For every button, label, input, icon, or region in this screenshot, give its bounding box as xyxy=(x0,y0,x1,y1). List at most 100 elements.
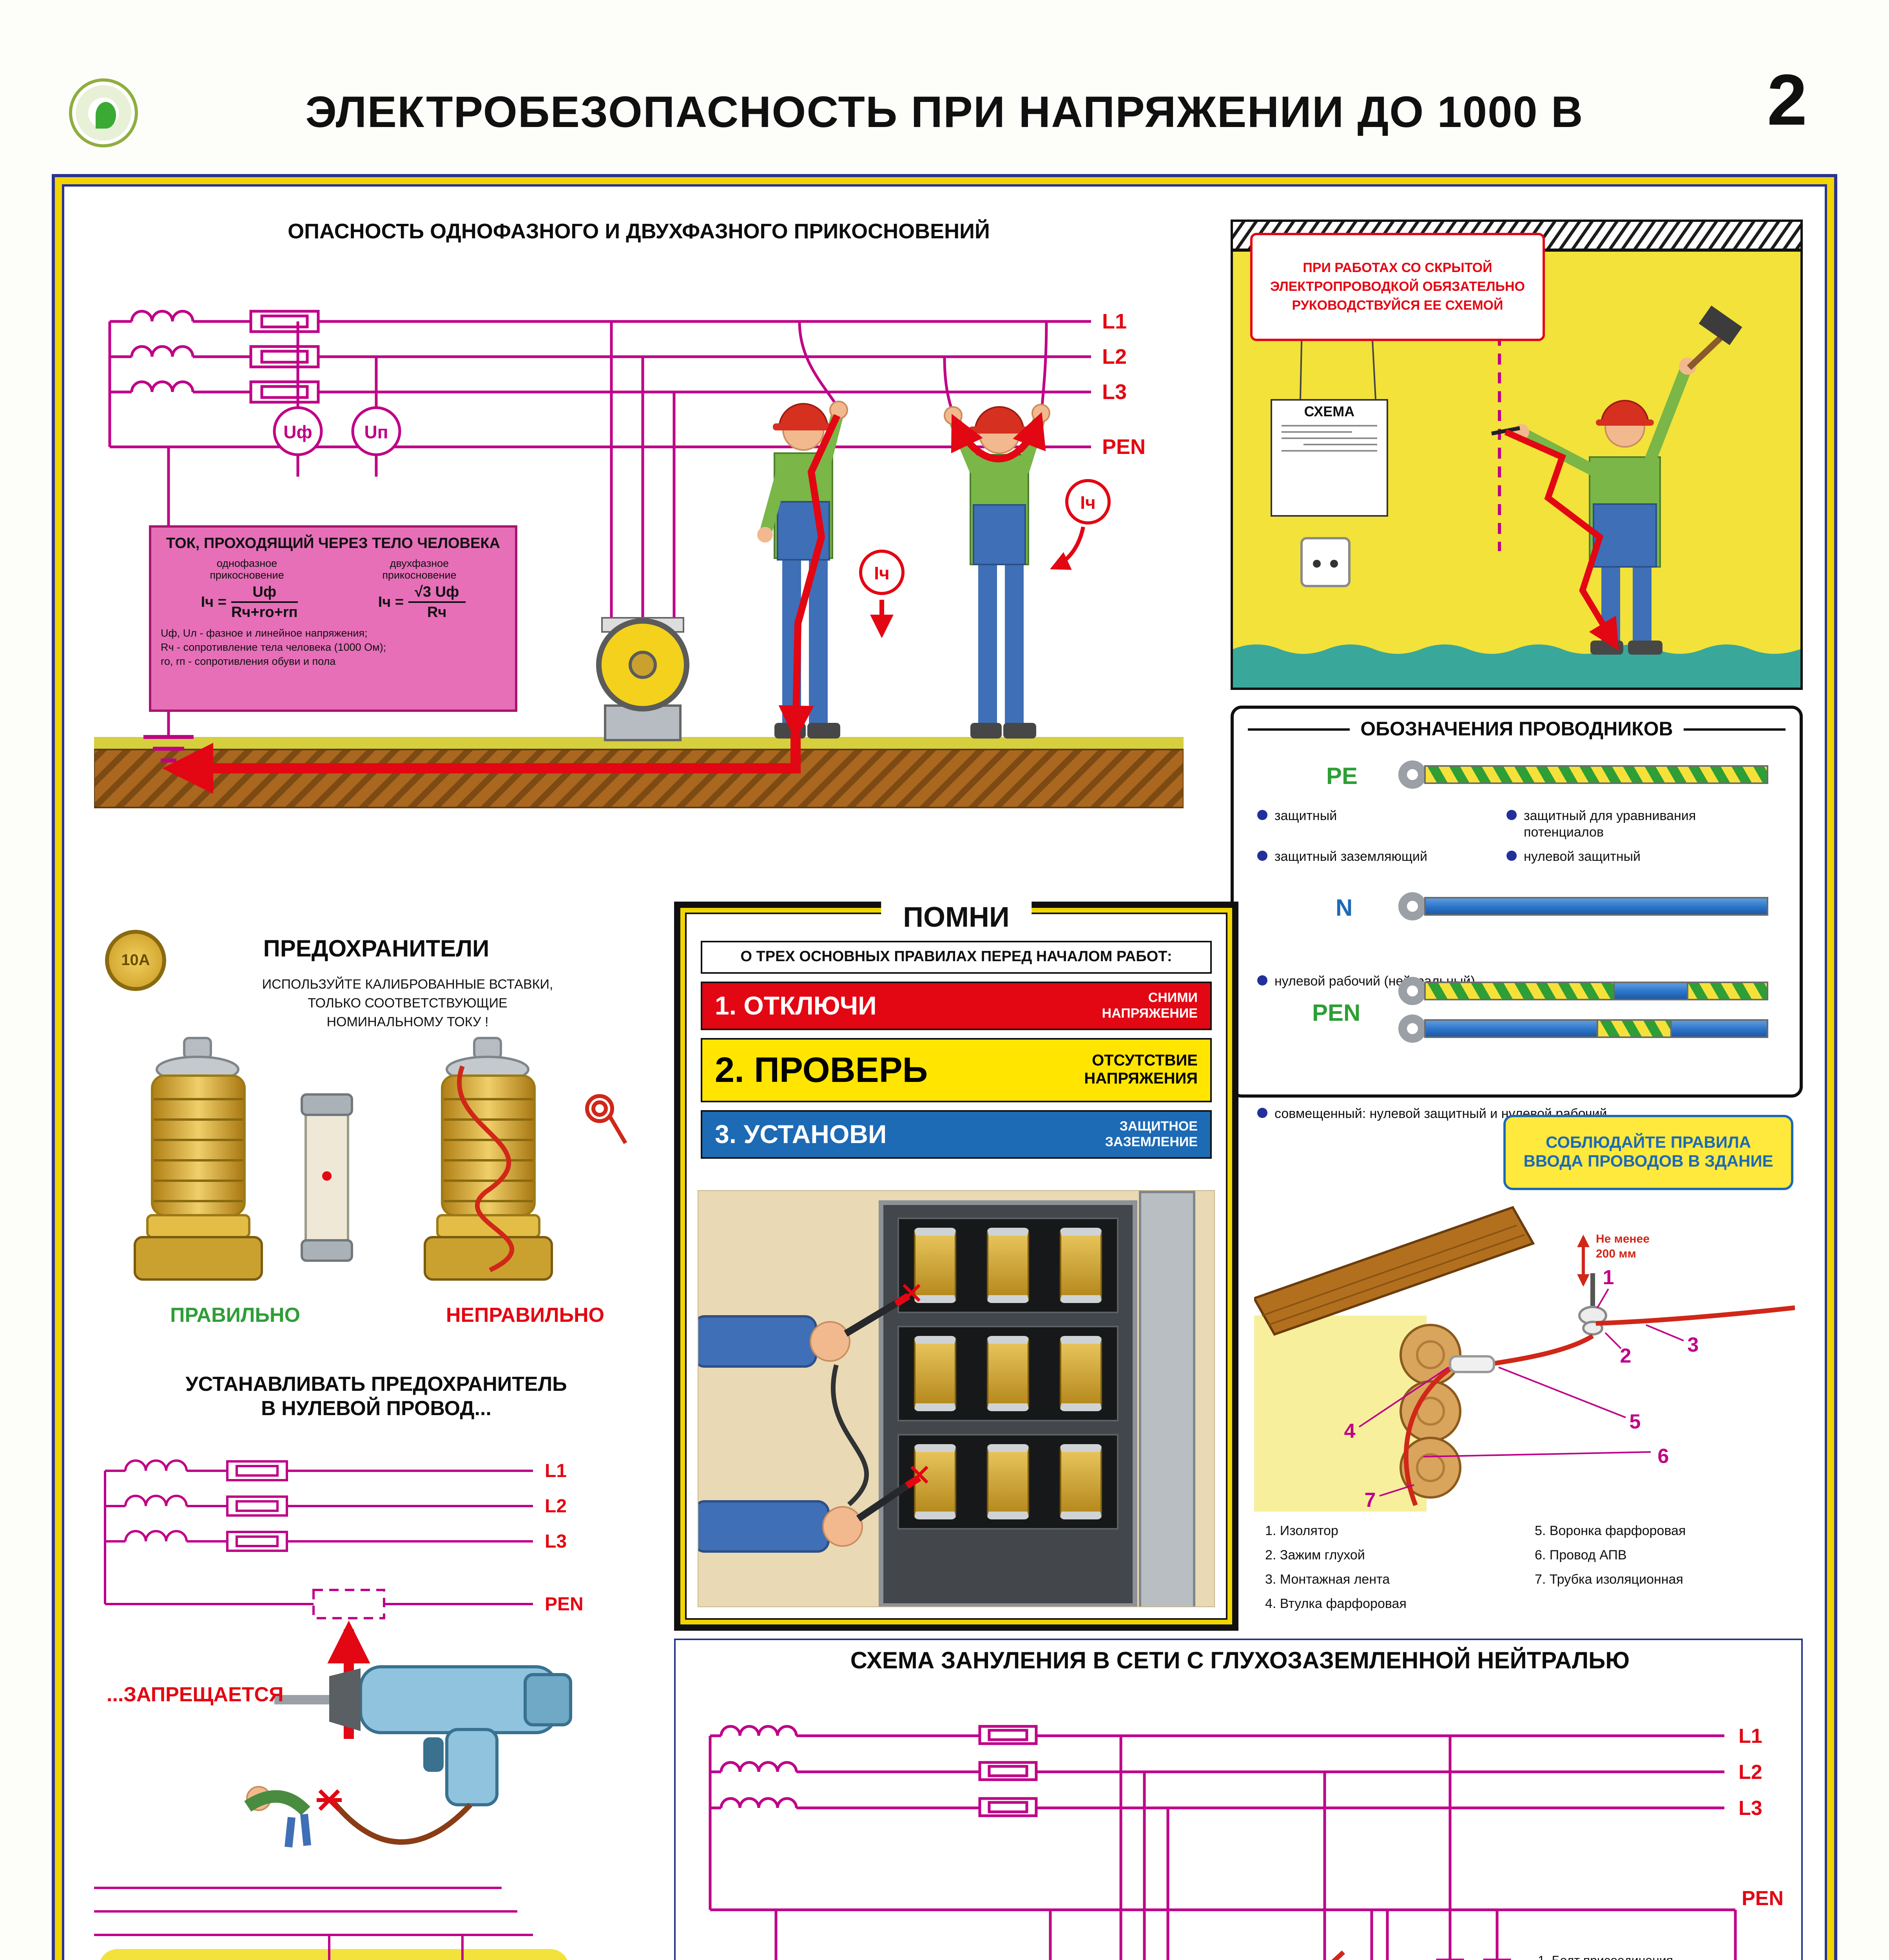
hand-with-probe-1 xyxy=(698,1293,910,1368)
pe-items: защитный защитный для уравнивания потенц… xyxy=(1257,808,1784,865)
legend-item: 3. Монтажная лента xyxy=(1265,1572,1390,1587)
svg-text:4: 4 xyxy=(1344,1420,1356,1443)
remember-subtitle: О ТРЕХ ОСНОВНЫХ ПРАВИЛАХ ПЕРЕД НАЧАЛОМ Р… xyxy=(701,941,1212,974)
tester-hands xyxy=(698,1284,928,1553)
wire-labels: L1 L2 L3 PEN xyxy=(1102,310,1146,459)
page-number: 2 xyxy=(1767,60,1807,140)
brand-logo xyxy=(69,78,138,147)
n-label: N xyxy=(1336,895,1353,921)
label-incorrect: НЕПРАВИЛЬНО xyxy=(446,1303,605,1327)
remember-title: ПОМНИ xyxy=(881,900,1032,935)
legend-item: 7. Трубка изоляционная xyxy=(1535,1572,1683,1587)
svg-text:L3: L3 xyxy=(545,1531,567,1552)
hammer-icon xyxy=(1687,305,1742,370)
formula-note-3: rо, rп - сопротивления обуви и пола xyxy=(161,655,336,668)
panel-grounding-scheme: СХЕМА ЗАНУЛЕНИЯ В СЕТИ С ГЛУХОЗАЗЕМЛЕННО… xyxy=(674,1639,1803,1960)
voltmeter-phase: Uф xyxy=(273,406,323,456)
circuit-lines xyxy=(709,1725,1737,1960)
svg-text:PEN: PEN xyxy=(1742,1887,1784,1910)
entry-legend: 1. Изолятор 2. Зажим глухой 3. Монтажная… xyxy=(1265,1523,1786,1620)
fuse-cabinet xyxy=(879,1200,1137,1606)
formula-note-1: Uф, Uл - фазное и линейное напряжения; xyxy=(161,627,368,639)
panel-switch-danger: Iч ОПАСНОСТЬ ПОРАЖЕНИЯ ТОКОМ ПРИ УСТАНОВ… xyxy=(94,1874,658,1960)
nail-icon xyxy=(1491,426,1520,436)
worker-single-phase-contact xyxy=(757,401,848,739)
cabinet-door xyxy=(1139,1191,1195,1606)
legend-item: 1. Болт присоединения заземления или зан… xyxy=(1538,1954,1726,1960)
panel-contact-title: ОПАСНОСТЬ ОДНОФАЗНОГО И ДВУХФАЗНОГО ПРИК… xyxy=(288,220,990,243)
ring-terminal-icon xyxy=(1398,1014,1427,1043)
scene-numbers: 1 2 3 4 5 6 7 xyxy=(1344,1266,1699,1512)
spark-icon xyxy=(903,1284,928,1484)
circuit-lines xyxy=(94,1887,533,1960)
current-formula-box: ТОК, ПРОХОДЯЩИЙ ЧЕРЕЗ ТЕЛО ЧЕЛОВЕКА одно… xyxy=(149,525,517,712)
svg-text:Uф: Uф xyxy=(283,422,312,442)
voltage-check-illustration xyxy=(698,1190,1215,1607)
grounding-circuit: 1 2 3 4 5 1 6 L1 L2 L3 PEN xyxy=(709,1725,1784,1960)
legend-item: 6. Провод АПВ xyxy=(1535,1548,1627,1563)
spark-icon xyxy=(317,1789,342,1811)
legend-item: 4. Втулка фарфоровая xyxy=(1265,1596,1407,1612)
panel-neutral-fuse: УСТАНАВЛИВАТЬ ПРЕДОХРАНИТЕЛЬ В НУЛЕВОЙ П… xyxy=(94,1372,658,1866)
panel-remember: ПОМНИ О ТРЕХ ОСНОВНЫХ ПРАВИЛАХ ПЕРЕД НАЧ… xyxy=(674,900,1238,1631)
person-at-cord xyxy=(244,1786,311,1848)
worker-two-phase-contact xyxy=(944,404,1050,739)
forbidden-fuse-dashed xyxy=(312,1589,385,1619)
pe-item: защитный для уравнивания потенциалов xyxy=(1506,808,1773,841)
wire-labels: L1 L2 L3 PEN xyxy=(1739,1725,1784,1910)
pen-wire-sample-2 xyxy=(1398,1013,1768,1044)
porcelain-bushing xyxy=(1449,1355,1495,1373)
fuse-rating-badge: 10А xyxy=(105,930,166,991)
svg-text:L1: L1 xyxy=(1739,1725,1762,1748)
entry-wire xyxy=(1403,1305,1795,1506)
svg-text:1: 1 xyxy=(1603,1266,1614,1289)
ring-terminal-icon xyxy=(1398,977,1427,1005)
panel-fuses: 10А ПРЕДОХРАНИТЕЛИ ИСПОЛЬЗУЙТЕ КАЛИБРОВА… xyxy=(94,925,658,1364)
legend-item: 5. Воронка фарфоровая xyxy=(1535,1523,1686,1538)
svg-text:PEN: PEN xyxy=(1102,435,1146,459)
current-return-arrow xyxy=(162,734,801,794)
panel-wire-entry: СОБЛЮДАЙТЕ ПРАВИЛА ВВОДА ПРОВОДОВ В ЗДАН… xyxy=(1254,1113,1795,1631)
power-lines xyxy=(108,310,1091,737)
neutral-fuse-title: УСТАНАВЛИВАТЬ ПРЕДОХРАНИТЕЛЬ В НУЛЕВОЙ П… xyxy=(185,1372,567,1420)
two-phase-caption: двухфазное прикосновение xyxy=(382,557,457,581)
current-path-two-phase xyxy=(951,412,1046,463)
formula-heading: ТОК, ПРОХОДЯЩИЙ ЧЕРЕЗ ТЕЛО ЧЕЛОВЕКА xyxy=(166,535,500,552)
voltmeter-line: Uп xyxy=(351,406,401,456)
legend-item: 2. Зажим глухой xyxy=(1265,1548,1365,1563)
electric-drill-icon xyxy=(274,1665,572,1845)
bypass-wire xyxy=(457,1065,515,1272)
insulator-icon xyxy=(1578,1306,1607,1336)
svg-text:3: 3 xyxy=(1688,1334,1699,1356)
fuses-illustration xyxy=(94,1027,627,1294)
formula-note-2: Rч - сопротивление тела человека (1000 О… xyxy=(161,641,386,653)
hand-with-probe-2 xyxy=(698,1475,921,1553)
single-phase-caption: однофазное прикосновение xyxy=(210,557,284,581)
pe-item: защитный xyxy=(1257,808,1506,841)
neutral-fuse-illustration: L1 L2 L3 PEN xyxy=(104,1459,584,1848)
worker-hammering xyxy=(1491,305,1742,655)
label-correct: ПРАВИЛЬНО xyxy=(170,1303,300,1327)
plug-fuse-correct xyxy=(135,1038,262,1279)
n-wire-sample xyxy=(1398,891,1768,922)
panel-contact-danger: ОПАСНОСТЬ ОДНОФАЗНОГО И ДВУХФАЗНОГО ПРИК… xyxy=(94,220,1184,886)
panel-hidden-wiring: ПРИ РАБОТАХ СО СКРЫТОЙ ЭЛЕКТРОПРОВОДКОЙ … xyxy=(1231,220,1803,690)
svg-text:L1: L1 xyxy=(1102,310,1127,333)
house-wall xyxy=(1254,1316,1427,1512)
svg-text:Iч: Iч xyxy=(874,563,890,583)
current-badge-2: Iч xyxy=(1050,479,1111,570)
pe-wire-sample xyxy=(1398,759,1768,790)
contact-circuit-illustration: Uф Uп xyxy=(94,310,1184,808)
fuses-title: ПРЕДОХРАНИТЕЛИ xyxy=(263,936,489,962)
switch-danger-illustration: Iч xyxy=(94,1887,567,1960)
wall-socket-icon xyxy=(1300,537,1351,587)
current-path-single xyxy=(778,414,841,741)
shock-bolt xyxy=(1504,429,1619,651)
pe-label: PE xyxy=(1326,764,1358,789)
number-pointers xyxy=(1358,1288,1684,1497)
floor-wave xyxy=(1233,644,1800,688)
electric-motor xyxy=(596,617,689,741)
